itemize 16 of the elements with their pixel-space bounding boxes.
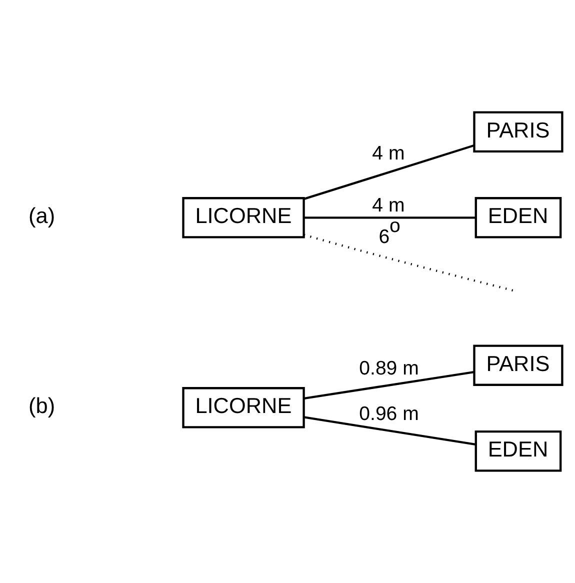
node-box: EDEN [474,430,562,472]
node-box: PARIS [473,344,564,386]
edge-label: 4 m [372,142,405,164]
node-box: EDEN [474,197,562,238]
connector [304,144,474,200]
edge-label: 4 m [372,194,405,217]
label: (b) [28,393,56,418]
edge-label: 0.89 m [359,357,419,380]
node-box: PARIS [473,111,564,153]
node-box: LICORNE [182,387,305,428]
node-box: LICORNE [182,197,305,238]
connector [304,370,474,400]
connector [304,416,476,446]
connector [304,216,476,219]
label: (a) [28,203,56,228]
edge-label: 0.96 m [359,403,419,426]
